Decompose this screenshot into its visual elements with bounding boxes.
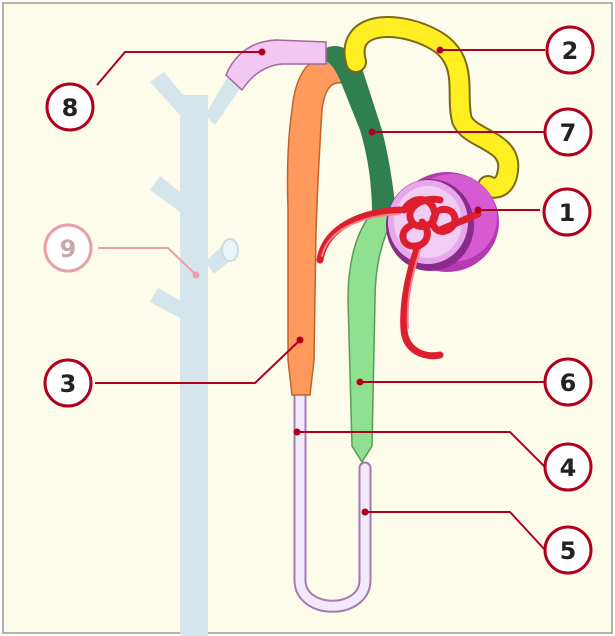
label-3: 3 xyxy=(45,360,91,406)
label-number: 5 xyxy=(560,537,577,565)
label-1: 1 xyxy=(544,189,590,235)
label-8: 8 xyxy=(47,84,93,130)
label-5: 5 xyxy=(545,527,591,573)
label-7: 7 xyxy=(545,109,591,155)
label-4: 4 xyxy=(545,444,591,490)
label-number: 9 xyxy=(60,235,77,263)
label-number: 7 xyxy=(560,119,577,147)
label-6: 6 xyxy=(545,359,591,405)
label-number: 8 xyxy=(62,94,79,122)
label-number: 3 xyxy=(60,370,77,398)
label-number: 1 xyxy=(559,199,576,227)
collecting-duct-branch-end xyxy=(222,239,238,261)
label-9: 9 xyxy=(45,225,91,271)
leader-9-dot xyxy=(193,272,200,279)
label-number: 6 xyxy=(560,369,577,397)
label-2: 2 xyxy=(547,27,593,73)
label-number: 2 xyxy=(562,37,579,65)
label-number: 4 xyxy=(560,454,577,482)
